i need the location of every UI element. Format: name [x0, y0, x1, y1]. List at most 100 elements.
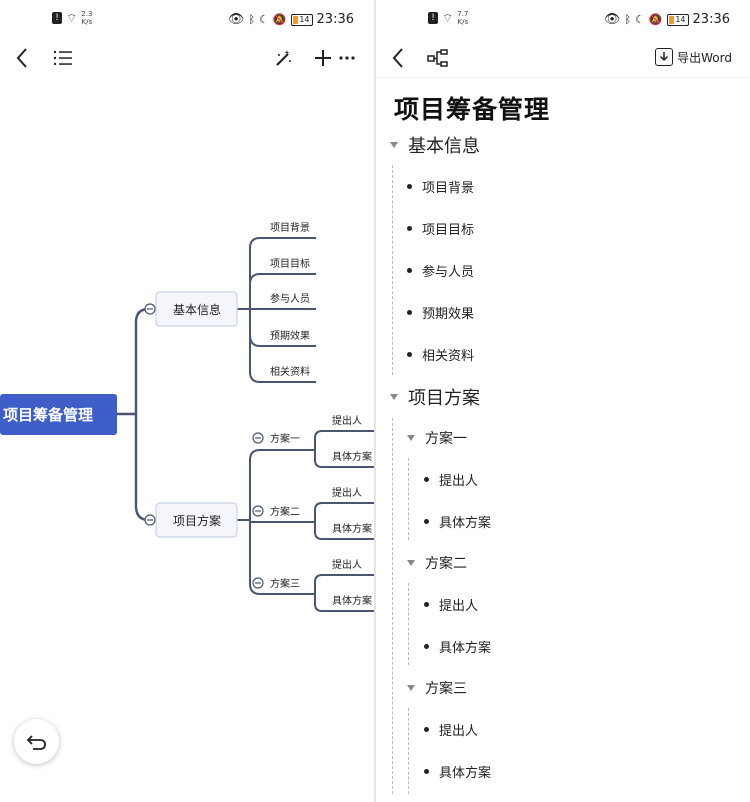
leaf-node[interactable]: 具体方案	[332, 594, 372, 607]
list-icon	[53, 50, 72, 66]
mute-bell-icon: 🔕	[272, 13, 287, 26]
outline-subsection[interactable]: 方案二	[407, 553, 467, 573]
leaf-connectors	[237, 237, 374, 612]
plan-node[interactable]: 方案三	[270, 577, 300, 590]
leaf-node[interactable]: 相关资料	[270, 365, 310, 378]
leaf-node[interactable]: 具体方案	[332, 522, 372, 535]
outline-toolbar: 导出Word	[376, 38, 750, 78]
collapse-triangle-icon[interactable]	[407, 435, 415, 441]
undo-button[interactable]	[14, 719, 59, 764]
root-node[interactable]	[0, 394, 117, 435]
collapse-triangle-icon[interactable]	[390, 394, 398, 400]
plan-node[interactable]: 方案一	[270, 432, 300, 445]
bullet-icon	[424, 519, 429, 524]
bullet-icon	[407, 226, 412, 231]
outline-subsection[interactable]: 方案三	[407, 678, 467, 698]
indent-guide	[408, 583, 409, 665]
outline-item[interactable]: 具体方案	[424, 637, 491, 656]
branch-node-label: 基本信息	[173, 302, 221, 317]
outline-item[interactable]: 具体方案	[424, 512, 491, 531]
wifi-icon: ⌔	[442, 10, 454, 25]
section-label: 基本信息	[408, 136, 480, 157]
outline-item[interactable]: 项目目标	[407, 219, 474, 238]
outline-subsection[interactable]: 方案一	[407, 428, 467, 448]
export-word-button[interactable]: 导出Word	[655, 48, 732, 66]
add-node-button[interactable]	[312, 44, 334, 72]
outline-item[interactable]: 提出人	[424, 595, 478, 614]
moon-icon: ☾	[634, 13, 645, 26]
more-dots-icon	[339, 56, 355, 60]
bullet-icon	[407, 268, 412, 273]
branch-node[interactable]	[155, 502, 238, 538]
root-node-label: 项目筹备管理	[3, 406, 93, 424]
bullet-icon	[407, 310, 412, 315]
mindmap-icon	[427, 49, 448, 67]
branch-node-label: 项目方案	[173, 513, 221, 528]
leaf-node[interactable]: 项目目标	[270, 258, 310, 270]
indent-guide	[408, 708, 409, 794]
outline-section-plan[interactable]: 项目方案	[390, 384, 480, 410]
collapse-triangle-icon[interactable]	[390, 142, 398, 148]
collapse-triangle-icon[interactable]	[407, 560, 415, 566]
indent-guide	[392, 418, 393, 794]
outline-item[interactable]: 参与人员	[407, 261, 474, 280]
back-button[interactable]	[388, 44, 408, 72]
bullet-icon	[424, 769, 429, 774]
plan-node[interactable]: 方案二	[270, 505, 300, 518]
leaf-node[interactable]: 项目背景	[270, 221, 310, 234]
outline-item[interactable]: 项目背景	[407, 177, 474, 196]
clock: 23:36	[316, 12, 354, 27]
bullet-icon	[407, 352, 412, 357]
outline-title[interactable]: 项目筹备管理	[394, 95, 551, 124]
leaf-node[interactable]: 提出人	[332, 414, 362, 427]
indent-guide	[392, 165, 393, 375]
back-arrow-icon	[16, 48, 27, 68]
download-icon	[655, 48, 674, 66]
wifi-icon: ⌔	[66, 10, 78, 25]
collapse-triangle-icon[interactable]	[407, 685, 415, 691]
leaf-node[interactable]: 参与人员	[270, 292, 310, 305]
alert-icon: !	[52, 12, 62, 24]
outline-item[interactable]: 提出人	[424, 470, 478, 489]
outline-item[interactable]: 相关资料	[407, 345, 474, 364]
outline-item[interactable]: 提出人	[424, 720, 478, 739]
battery-indicator: 14	[290, 13, 313, 26]
outline-item[interactable]: 预期效果	[407, 303, 474, 322]
outline-button[interactable]	[52, 44, 74, 72]
outline-section-basic-info[interactable]: 基本信息	[390, 132, 480, 158]
more-button[interactable]	[336, 44, 358, 72]
leaf-node[interactable]: 具体方案	[332, 450, 372, 463]
alert-icon: !	[428, 12, 438, 24]
export-word-label: 导出Word	[677, 50, 732, 65]
magic-wand-icon	[276, 50, 291, 66]
magic-wand-button[interactable]	[272, 44, 294, 72]
leaf-node[interactable]: 预期效果	[270, 329, 310, 342]
outline-item[interactable]: 具体方案	[424, 762, 491, 781]
eye-icon: 👁	[603, 12, 621, 27]
bullet-icon	[424, 602, 429, 607]
leaf-node[interactable]: 提出人	[332, 558, 362, 571]
leaf-node[interactable]: 提出人	[332, 486, 362, 499]
mindmap-view-button[interactable]	[426, 44, 450, 72]
branch-node[interactable]	[155, 291, 238, 327]
bluetooth-icon: ᛒ	[624, 13, 631, 26]
back-button[interactable]	[12, 44, 32, 72]
plus-icon	[315, 50, 331, 66]
indent-guide	[408, 458, 409, 540]
clock: 23:36	[692, 12, 730, 27]
back-arrow-icon	[392, 48, 403, 68]
bullet-icon	[424, 727, 429, 732]
bullet-icon	[424, 477, 429, 482]
battery-indicator: 14	[666, 13, 689, 26]
section-label: 项目方案	[408, 388, 480, 409]
eye-icon: 👁	[227, 12, 245, 27]
bullet-icon	[407, 184, 412, 189]
bullet-icon	[424, 644, 429, 649]
mindmap-toolbar	[0, 38, 374, 78]
